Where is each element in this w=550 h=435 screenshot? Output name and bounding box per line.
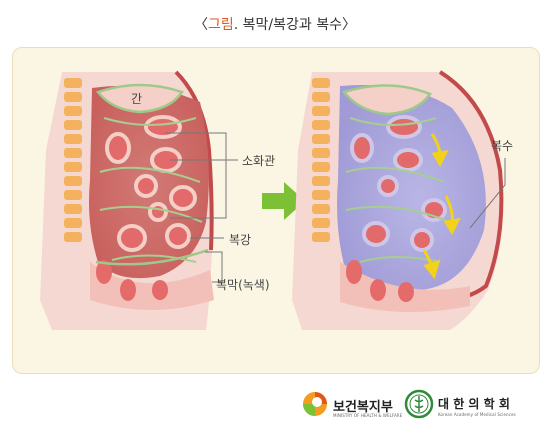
transition-arrow [262,182,305,220]
footer-logos: 보건복지부 MINISTRY OF HEALTH & WELFARE 대 한 의… [0,388,550,428]
normal-abdomen [40,70,214,330]
kams-name: 대 한 의 학 회 [438,397,510,411]
label-cavity: 복강 [229,233,252,247]
kams-emblem-icon [404,389,434,419]
kams-sub: Korean Academy of Medical Sciences [438,412,516,417]
label-peritoneum: 복막(녹색) [216,278,270,292]
ministry-name: 보건복지부 [333,400,393,415]
ascites-abdomen [292,70,504,330]
title-accent: 그림 [208,17,234,33]
ministry-logo-icon [303,392,327,416]
ministry-sub: MINISTRY OF HEALTH & WELFARE [333,413,403,418]
figure-title: 〈그림. 복막/복강과 복수〉 [194,17,356,33]
label-ascites: 복수 [491,139,514,153]
label-intestine: 소화관 [242,154,276,168]
label-liver: 간 [131,92,143,106]
